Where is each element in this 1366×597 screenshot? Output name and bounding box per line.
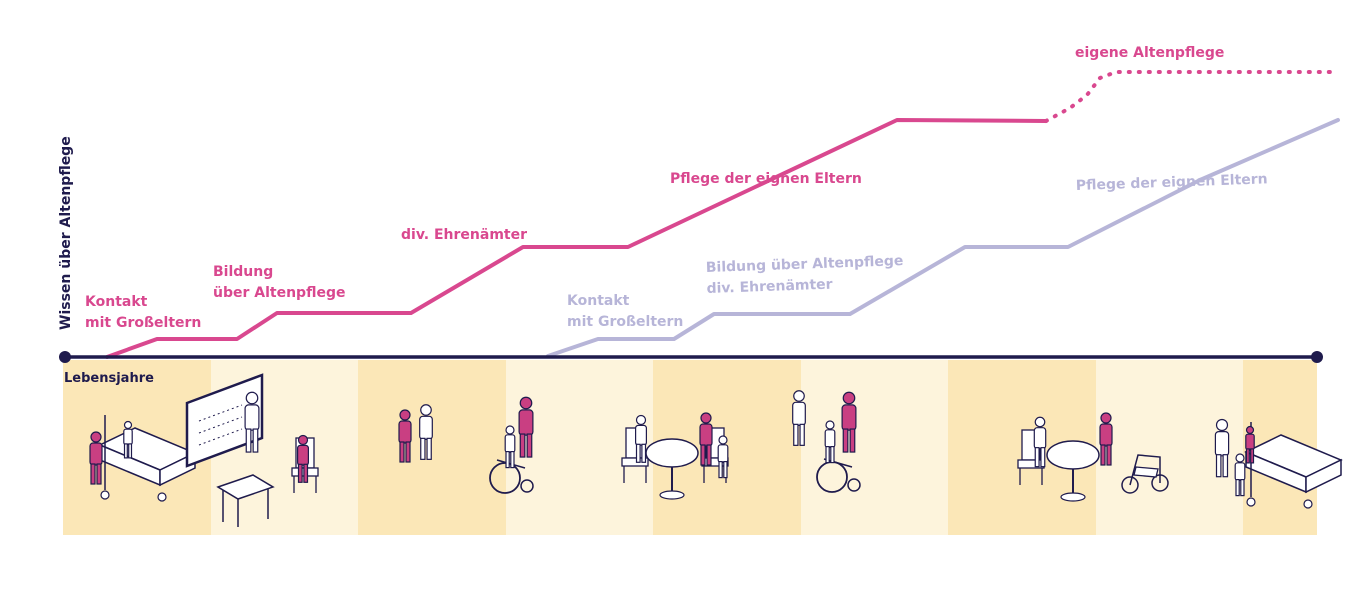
person-figure [244,391,260,453]
axis-start-dot [59,351,71,363]
label-line: Bildung über Altenpflege [706,253,904,276]
label-line: über Altenpflege [213,285,345,301]
curve-labels: Kontakt mit Großeltern Bildung über Altenpf… [85,45,1268,331]
desk [216,474,275,527]
volunteer-couple-icon [398,404,433,463]
hospital-bed [1244,422,1343,509]
primary-curve-label: eigene Altenpflege [1075,45,1224,61]
round-table [1046,440,1100,502]
life-phase-band [358,360,506,535]
person-figure [717,435,729,479]
secondary-curve-label: Bildung über Altenpflegediv. Ehrenämter [706,253,905,297]
person-figure [1234,453,1246,497]
whiteboard [185,373,264,468]
person-figure [841,391,857,453]
person-figure [398,409,412,463]
label-line: mit Großeltern [567,314,683,330]
classroom-icon [185,373,319,527]
secondary-curve [546,118,1340,358]
person-figure [419,404,433,460]
primary-curve-label: Bildung über Altenpflege [213,264,345,301]
person-figure [824,420,836,464]
axis-end-dot [1311,351,1323,363]
family-wheelchair-icon [792,390,861,493]
person-figure [1099,412,1113,466]
person-figure [123,420,133,459]
primary-curve-label: Pflege der eignen Eltern [670,171,862,187]
label-line: Bildung [213,264,273,280]
secondary-curve-line [546,118,1340,358]
person-figure [1245,425,1255,464]
primary-curve-line [105,118,1048,359]
hospital-bed-care-icon [1214,418,1343,509]
knowledge-curves [105,70,1340,359]
label-line: Kontakt [567,293,630,309]
x-axis-label: Lebensjahre [64,371,154,386]
label-line: Pflege der eignen Eltern [1076,171,1268,194]
life-phase-band [801,360,948,535]
label-line: mit Großeltern [85,315,201,331]
person-figure [518,396,534,458]
label-line: eigene Altenpflege [1075,45,1224,61]
primary-curve-label: Kontakt mit Großeltern [85,294,201,331]
y-axis-label: Wissen über Altenpflege [58,136,74,330]
secondary-curve-label: Kontakt mit Großeltern [567,293,683,330]
label-line: div. Ehrenämter [706,277,833,297]
primary-curve [105,70,1332,359]
life-phase-scenes [89,373,1343,527]
secondary-curve-label: Pflege der eignen Eltern [1076,171,1268,194]
hospital-bed-visit-icon [89,415,197,502]
table-care-icon [1017,412,1169,502]
label-line: div. Ehrenämter [401,227,527,243]
primary-curve-projection [1044,70,1332,123]
round-table [645,438,699,500]
walker [1121,454,1169,494]
person-figure [792,390,806,446]
person-figure [1214,418,1230,478]
table-conversation-icon [621,412,729,500]
person-figure [89,431,103,485]
person-figure [699,412,713,466]
primary-curve-label: div. Ehrenämter [401,227,527,243]
label-line: Kontakt [85,294,148,310]
wheelchair-assist-icon [489,396,534,494]
label-line: Pflege der eignen Eltern [670,171,862,187]
person-figure [504,425,516,469]
person-figure [1033,416,1047,468]
person-figure [297,434,310,483]
